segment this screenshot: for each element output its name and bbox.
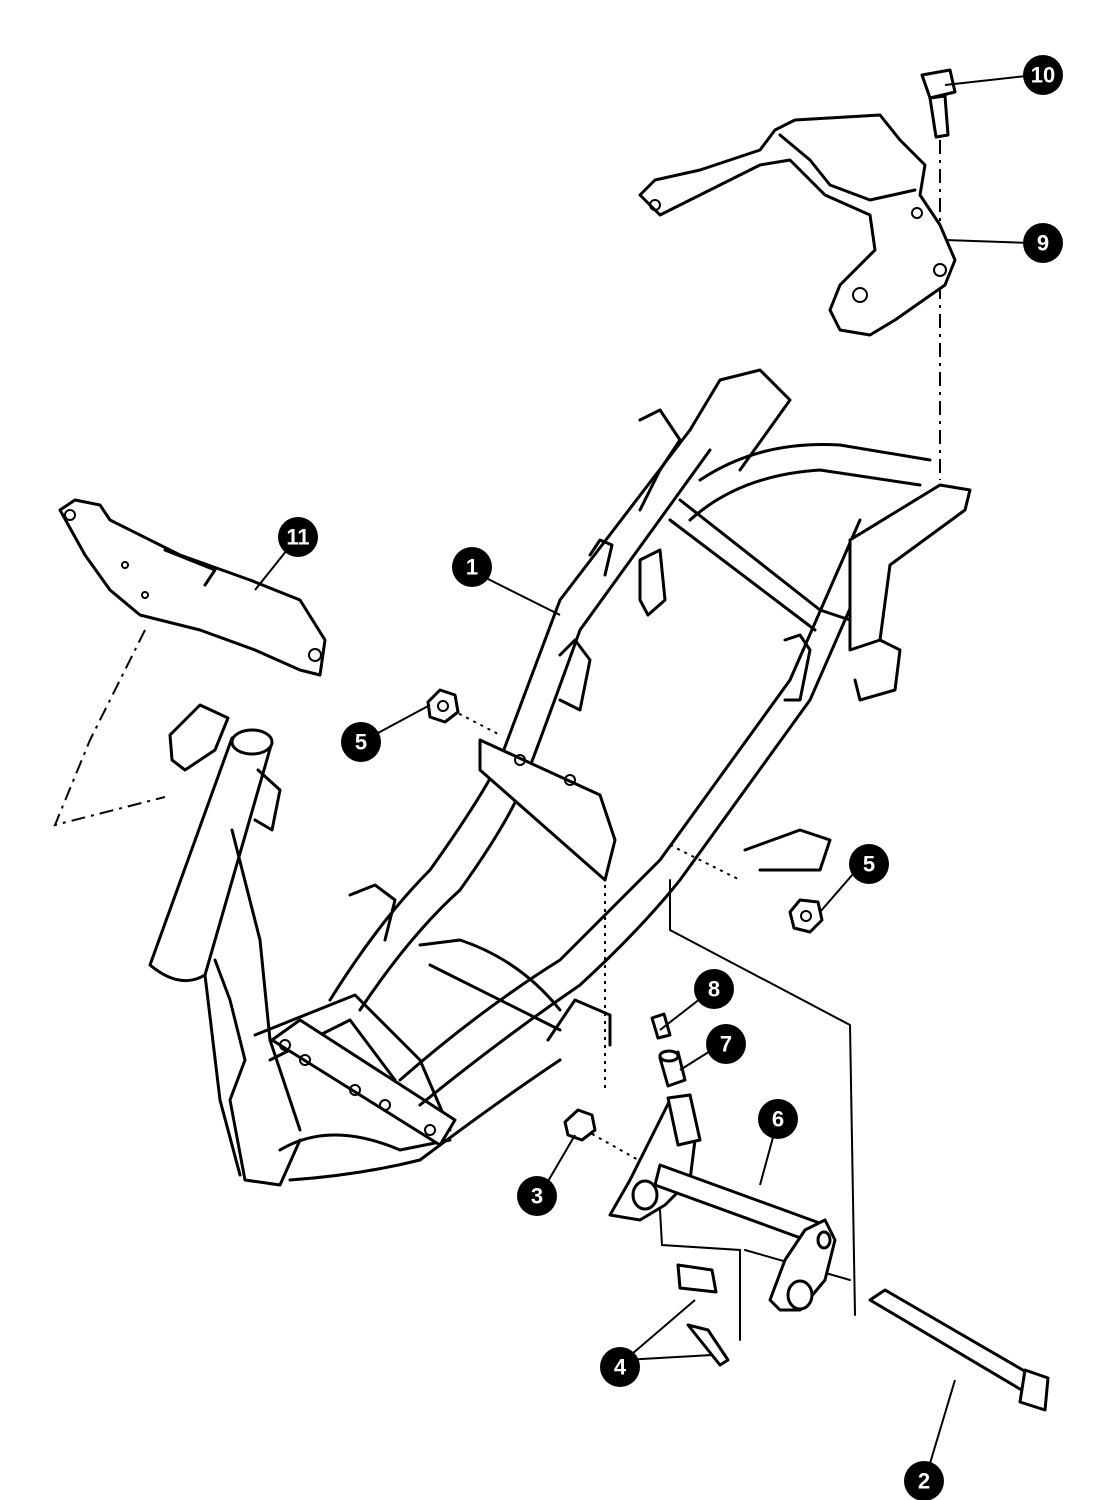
part-10-bolt xyxy=(920,68,957,139)
part-4-bolts xyxy=(676,1263,730,1367)
callout-2: 2 xyxy=(904,1461,944,1500)
callout-5b-label: 5 xyxy=(863,852,875,877)
callout-3: 3 xyxy=(517,1176,557,1216)
callout-1: 1 xyxy=(452,547,492,587)
callout-5a-label: 5 xyxy=(355,730,367,755)
callout-6-label: 6 xyxy=(772,1107,784,1132)
part-7-collar xyxy=(658,1049,687,1088)
callout-3-label: 3 xyxy=(531,1184,543,1209)
part-2-long-bolt xyxy=(868,1288,1050,1412)
part-5-nuts xyxy=(426,688,824,934)
callout-11: 11 xyxy=(278,517,318,557)
callout-7-label: 7 xyxy=(720,1032,732,1057)
callout-11-label: 11 xyxy=(286,525,309,550)
callout-10: 10 xyxy=(1023,55,1063,95)
part-6-engine-hanger xyxy=(608,1093,837,1312)
callout-9-label: 9 xyxy=(1037,231,1049,256)
callout-7: 7 xyxy=(706,1024,746,1064)
part-11-bracket xyxy=(58,498,327,677)
callout-4: 4 xyxy=(600,1347,640,1387)
main-frame xyxy=(148,368,972,1187)
part-8-pin xyxy=(650,1012,672,1040)
callout-2-label: 2 xyxy=(918,1469,930,1494)
part-9-bracket xyxy=(638,113,957,337)
part-3-nut xyxy=(563,1108,597,1142)
callout-5a: 5 xyxy=(341,722,381,762)
callout-8-label: 8 xyxy=(708,977,720,1002)
callout-10-label: 10 xyxy=(1031,63,1055,88)
callout-5b: 5 xyxy=(849,844,889,884)
alignment-lines xyxy=(53,140,941,1341)
callout-8: 8 xyxy=(694,969,734,1009)
callout-4-label: 4 xyxy=(614,1355,627,1380)
callout-9: 9 xyxy=(1023,223,1063,263)
callout-1-label: 1 xyxy=(466,555,478,580)
callout-6: 6 xyxy=(758,1099,798,1139)
